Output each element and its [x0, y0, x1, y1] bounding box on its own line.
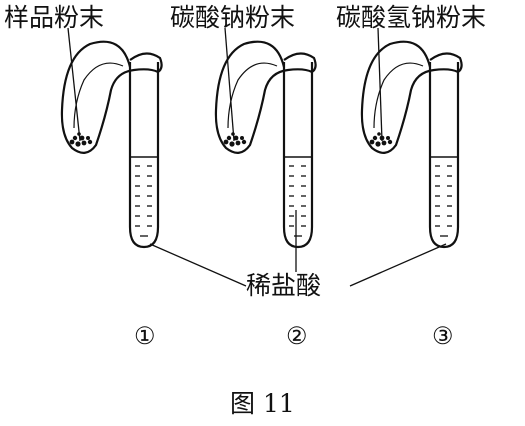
- tube-number-2: ②: [286, 322, 308, 350]
- apparatus-3: [360, 40, 463, 249]
- label-sodium-carbonate-powder: 碳酸钠粉末: [170, 3, 295, 32]
- acid-leaders: [149, 210, 447, 287]
- leader-sample-powder: [67, 27, 81, 142]
- label-sample-powder: 样品粉末: [4, 3, 104, 32]
- leader-acid-3: [349, 243, 447, 287]
- tube-number-1: ①: [134, 322, 156, 350]
- apparatus-2: [214, 40, 317, 249]
- leader-sodium-bicarbonate: [377, 27, 383, 142]
- leader-sodium-carbonate: [224, 27, 235, 142]
- apparatus-1: [60, 40, 163, 249]
- label-dilute-hcl: 稀盐酸: [246, 271, 321, 300]
- label-sodium-bicarbonate-powder: 碳酸氢钠粉末: [336, 3, 486, 32]
- figure-caption: 图 11: [230, 389, 295, 418]
- label-leaders: [67, 27, 383, 142]
- tube-number-3: ③: [432, 322, 454, 350]
- leader-acid-1: [149, 243, 247, 287]
